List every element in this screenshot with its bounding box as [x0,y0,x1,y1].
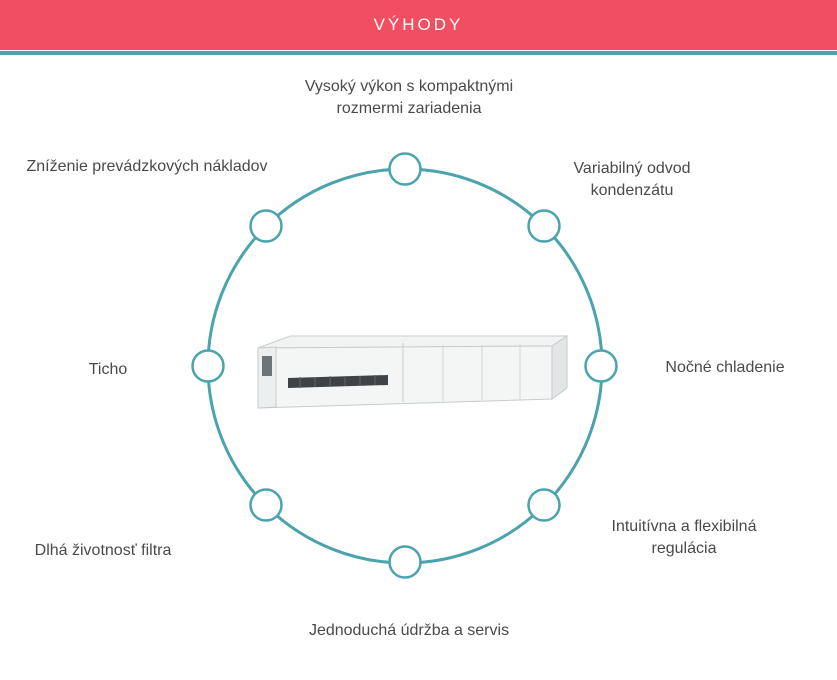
benefit-label-intuitive-regulation: Intuitívna a flexibilná regulácia [584,516,784,560]
benefit-label-quiet: Ticho [68,359,148,381]
node-easy-maintenance [388,545,422,579]
page-title: VÝHODY [373,15,464,34]
benefit-label-easy-maintenance: Jednoduchá údržba a servis [259,620,559,642]
benefit-line: Jednoduchá údržba a servis [308,622,510,639]
benefit-line: Dlhá životnosť filtra [34,542,172,559]
benefit-label-variable-condensate: Variabilný odvod kondenzátu [557,158,707,202]
benefit-line: Vysoký výkon s kompaktnými [304,78,514,95]
air-curtain-unit-image [257,335,569,409]
node-variable-condensate [527,209,561,243]
node-intuitive-regulation [527,488,561,522]
node-quiet [191,349,225,383]
benefit-line: Intuitívna a flexibilná [611,518,757,535]
node-filter-life [249,488,283,522]
benefit-line: Zníženie prevádzkových nákladov [26,158,268,175]
benefit-line: kondenzátu [590,182,674,199]
benefit-label-filter-life: Dlhá životnosť filtra [13,540,193,562]
node-high-performance [388,152,422,186]
benefit-label-cost-reduction: Zníženie prevádzkových nákladov [6,156,288,178]
benefit-line: Ticho [88,361,128,378]
benefit-line: regulácia [651,540,717,557]
benefit-label-night-cooling: Nočné chladenie [645,357,805,379]
node-cost-reduction [249,209,283,243]
header-accent-line [0,51,837,55]
header-bar [0,0,837,50]
benefit-line: Nočné chladenie [665,359,785,376]
benefit-line: rozmermi zariadenia [336,100,482,117]
node-night-cooling [584,349,618,383]
benefit-label-high-performance: Vysoký výkon s kompaktnými rozmermi zari… [244,76,574,120]
ring-nodes [191,152,618,579]
benefit-line: Variabilný odvod [573,160,691,177]
